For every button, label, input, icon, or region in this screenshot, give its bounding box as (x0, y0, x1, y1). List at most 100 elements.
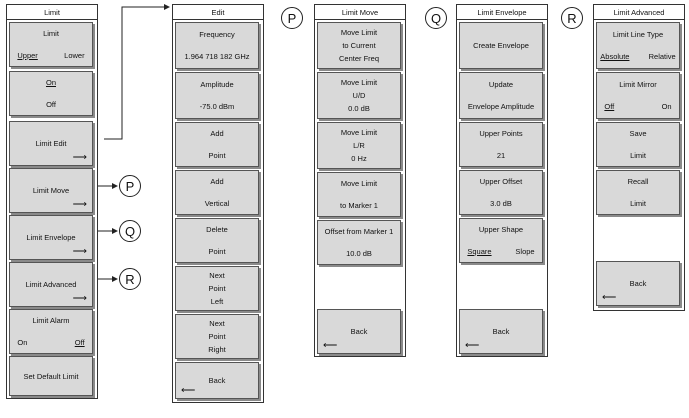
key-label: Left (210, 297, 224, 306)
limit-on-off-key[interactable]: On Off (9, 71, 93, 116)
key-label: Vertical (204, 198, 230, 208)
delete-point-key[interactable]: Delete Point (175, 218, 259, 263)
key-label: Next (209, 271, 225, 280)
back-key[interactable]: Back ⟵ (317, 309, 401, 354)
square-option[interactable]: Square (467, 246, 492, 256)
key-label: Upper Offset (479, 177, 523, 187)
limit-mirror-key[interactable]: Limit Mirror Off On (596, 72, 680, 119)
right-arrow-icon: ⟶ (72, 246, 87, 257)
key-label: Upper Points (479, 129, 523, 139)
ud-value: 0.0 dB (348, 104, 370, 113)
back-key[interactable]: Back ⟵ (175, 362, 259, 399)
callout-p-header: P (281, 7, 303, 29)
add-point-key[interactable]: Add Point (175, 122, 259, 167)
move-lr-key[interactable]: Move Limit L/R 0 Hz (317, 122, 401, 169)
offset-from-marker-key[interactable]: Offset from Marker 1 10.0 dB (317, 220, 401, 265)
mirror-off-option[interactable]: Off (604, 102, 615, 112)
limit-toggle-key[interactable]: Limit Upper Lower (9, 22, 93, 67)
key-label: Set Default Limit (23, 371, 79, 381)
limit-move-menu: Limit Move Move Limit to Current Center … (314, 4, 406, 357)
slope-option[interactable]: Slope (515, 246, 535, 256)
on-option[interactable]: On (45, 78, 56, 88)
upper-points-key[interactable]: Upper Points 21 (459, 122, 543, 167)
break-gap (459, 268, 543, 306)
upper-offset-value: 3.0 dB (490, 198, 512, 208)
key-label: Limit (43, 29, 59, 39)
callout-q-header: Q (425, 7, 447, 29)
limit-envelope-menu: Limit Envelope Create Envelope Update En… (456, 4, 548, 357)
key-label: U/D (352, 91, 366, 100)
alarm-on-option[interactable]: On (17, 337, 28, 347)
envelope-connector-arrowhead (112, 228, 118, 234)
set-default-limit-key[interactable]: Set Default Limit (9, 356, 93, 396)
limit-alarm-key[interactable]: Limit Alarm On Off (9, 309, 93, 354)
next-point-left-key[interactable]: Next Point Left (175, 266, 259, 311)
recall-limit-key[interactable]: Recall Limit (596, 170, 680, 215)
left-arrow-icon: ⟵ (602, 292, 617, 303)
back-key[interactable]: Back ⟵ (459, 309, 543, 354)
limit-move-key[interactable]: Limit Move ⟶ (9, 168, 93, 213)
key-label: Right (208, 345, 226, 354)
lr-value: 0 Hz (351, 154, 367, 163)
amplitude-value: -75.0 dBm (199, 102, 235, 112)
key-label: Move Limit (340, 28, 378, 37)
frequency-value: 1.964 718 182 GHz (184, 52, 250, 62)
break-gap (317, 268, 401, 306)
break-gap (596, 218, 680, 258)
absolute-option[interactable]: Absolute (600, 52, 630, 62)
key-label: Add (210, 129, 224, 139)
limit-menu: Limit Limit Upper Lower On Off Limit Edi… (6, 4, 98, 399)
move-to-center-key[interactable]: Move Limit to Current Center Freq (317, 22, 401, 69)
key-label: Move Limit (340, 179, 378, 189)
key-label: to Marker 1 (340, 200, 378, 210)
key-label: Back (208, 376, 226, 385)
limit-line-type-key[interactable]: Limit Line Type Absolute Relative (596, 22, 680, 69)
key-label: Limit Advanced (25, 280, 77, 289)
next-point-right-key[interactable]: Next Point Right (175, 314, 259, 359)
key-label: Save (629, 129, 647, 139)
limit-advanced-key[interactable]: Limit Advanced ⟶ (9, 262, 93, 307)
key-label: Next (209, 319, 225, 328)
key-label: Limit (630, 150, 646, 160)
key-label: Limit Move (32, 186, 70, 195)
key-label: Limit (630, 198, 646, 208)
key-label: to Current (342, 41, 376, 50)
relative-option[interactable]: Relative (648, 52, 676, 62)
advanced-connector-arrowhead (112, 276, 118, 282)
edit-menu: Edit Frequency 1.964 718 182 GHz Amplitu… (172, 4, 264, 403)
callout-p: P (119, 175, 141, 197)
upper-shape-key[interactable]: Upper Shape Square Slope (459, 218, 543, 263)
key-label: Point (208, 284, 226, 293)
key-label: Recall (627, 177, 649, 187)
callout-q: Q (119, 220, 141, 242)
key-label: Offset from Marker 1 (324, 227, 394, 237)
upper-offset-key[interactable]: Upper Offset 3.0 dB (459, 170, 543, 215)
key-label: Delete (206, 225, 228, 235)
move-to-marker-key[interactable]: Move Limit to Marker 1 (317, 172, 401, 217)
update-envelope-key[interactable]: Update Envelope Amplitude (459, 72, 543, 119)
key-label: Create Envelope (473, 41, 529, 50)
create-envelope-key[interactable]: Create Envelope (459, 22, 543, 69)
save-limit-key[interactable]: Save Limit (596, 122, 680, 167)
frequency-key[interactable]: Frequency 1.964 718 182 GHz (175, 22, 259, 69)
mirror-on-option[interactable]: On (661, 102, 672, 112)
limit-edit-key[interactable]: Limit Edit ⟶ (9, 121, 93, 166)
right-arrow-icon: ⟶ (72, 199, 87, 210)
add-vertical-key[interactable]: Add Vertical (175, 170, 259, 215)
edit-connector (104, 6, 164, 140)
lower-option[interactable]: Lower (64, 50, 85, 60)
upper-option[interactable]: Upper (17, 50, 38, 60)
key-label: Move Limit (340, 78, 378, 87)
menu-title: Edit (173, 5, 263, 20)
move-ud-key[interactable]: Move Limit U/D 0.0 dB (317, 72, 401, 119)
left-arrow-icon: ⟵ (465, 340, 480, 351)
alarm-off-option[interactable]: Off (74, 337, 85, 347)
key-label: Limit Edit (35, 139, 67, 148)
amplitude-key[interactable]: Amplitude -75.0 dBm (175, 72, 259, 119)
key-label: Back (492, 327, 510, 336)
limit-envelope-key[interactable]: Limit Envelope ⟶ (9, 215, 93, 260)
key-label: Center Freq (338, 54, 380, 63)
back-key[interactable]: Back ⟵ (596, 261, 680, 306)
left-arrow-icon: ⟵ (181, 385, 196, 396)
